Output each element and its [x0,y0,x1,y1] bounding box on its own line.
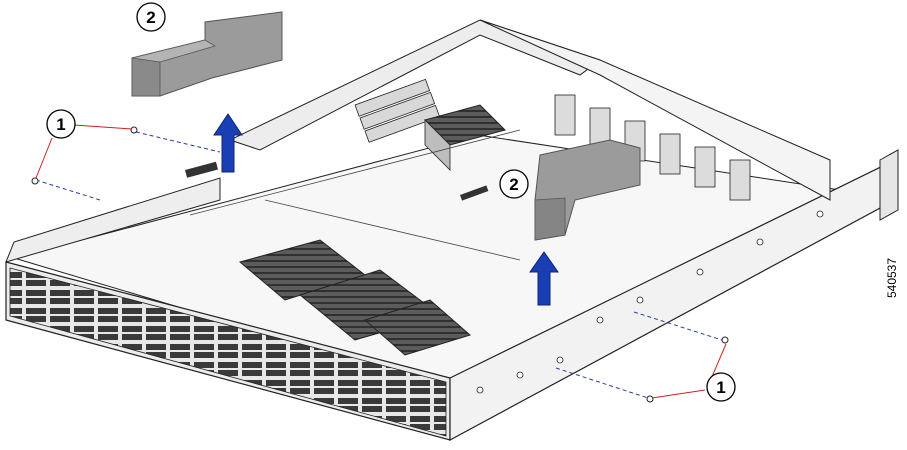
air-duct-cover-installed [534,139,641,241]
callout-label: 2 [146,8,155,27]
callout-2-top: 2 [136,2,166,32]
asic-heatsink-front [363,299,472,356]
connector [185,161,218,178]
mounting-bracket [879,149,899,221]
switch-chassis [5,19,899,442]
air-duct-cover-removed [131,11,283,97]
board-edge-2 [264,199,521,261]
callout-label: 1 [716,378,725,397]
callout-1-left: 1 [46,109,76,139]
callout-2-mid: 2 [499,169,529,199]
rear-panel [479,19,831,201]
callout-label: 2 [509,175,518,194]
screw-icon [646,395,654,403]
callout-label: 1 [56,115,65,134]
lift-arrow-left [213,113,243,173]
screw-icon [130,126,138,134]
screw-guides [35,131,723,399]
callout-1-right: 1 [706,372,736,402]
cpu-heatsink-base [424,119,451,171]
memory-modules [354,78,441,143]
mounting-holes [476,210,824,394]
figure-id: 540537 [885,258,899,298]
screw-icon [31,177,39,185]
lift-arrow-right [529,251,559,306]
board-edge [189,129,521,216]
front-ports [9,267,447,437]
connector-2 [459,185,489,201]
screws [31,126,729,403]
screw-icon [721,336,729,344]
left-side-wall [5,177,221,263]
